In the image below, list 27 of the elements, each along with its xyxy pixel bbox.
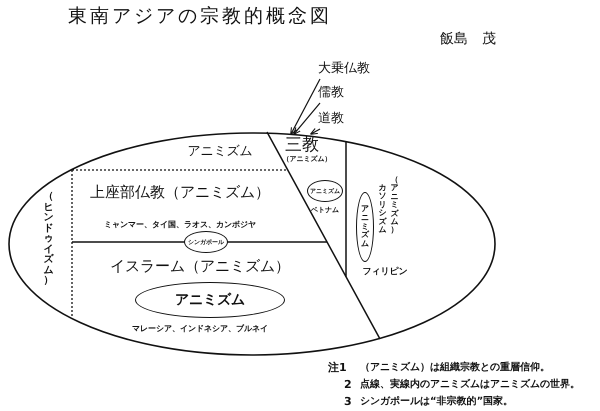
outer-ellipse [8, 132, 496, 356]
inner-ellipse: アニミズム [356, 192, 374, 262]
arrow [310, 128, 320, 135]
region-label: （ヒンドゥイズム） [43, 192, 54, 286]
note-number: 2 [344, 379, 352, 392]
note-text: （アニミズム）は組織宗教との重層信仰。 [360, 362, 550, 373]
country-list: ミャンマー、タイ国、ラオス、カンボジヤ [74, 221, 286, 230]
region-label: アニミズム [186, 145, 254, 160]
region-heading: 上座部仏教（アニミズム） [89, 184, 271, 200]
region-heading: イスラーム（アニミズム） [109, 258, 291, 274]
inner-ellipse: アニミズム [135, 282, 285, 318]
author-name: 飯島 茂 [440, 32, 496, 48]
note-number: 3 [344, 396, 352, 408]
title: 東南アジアの宗教的概念図 [68, 6, 332, 27]
note-number: 注1 [328, 362, 347, 374]
region-label: カソリシズム [378, 184, 387, 234]
country-list: マレーシア、インドネシア、ブルネイ [74, 325, 326, 334]
religion-label: 儒教 [318, 86, 354, 103]
religion-label: 道教 [318, 112, 354, 129]
arrow [290, 78, 321, 136]
note-text: シンガポールは“非宗教的”国家。 [360, 396, 514, 407]
religion-label: 大乗仏教 [318, 62, 382, 79]
arrow [293, 102, 320, 136]
region-heading: 三教 [284, 136, 320, 155]
country-label: フィリピン [362, 268, 408, 278]
region-label: （アニミズム） [390, 176, 399, 235]
note-text: 点線、実線内のアニミズムはアニミズムの世界。 [360, 379, 580, 390]
